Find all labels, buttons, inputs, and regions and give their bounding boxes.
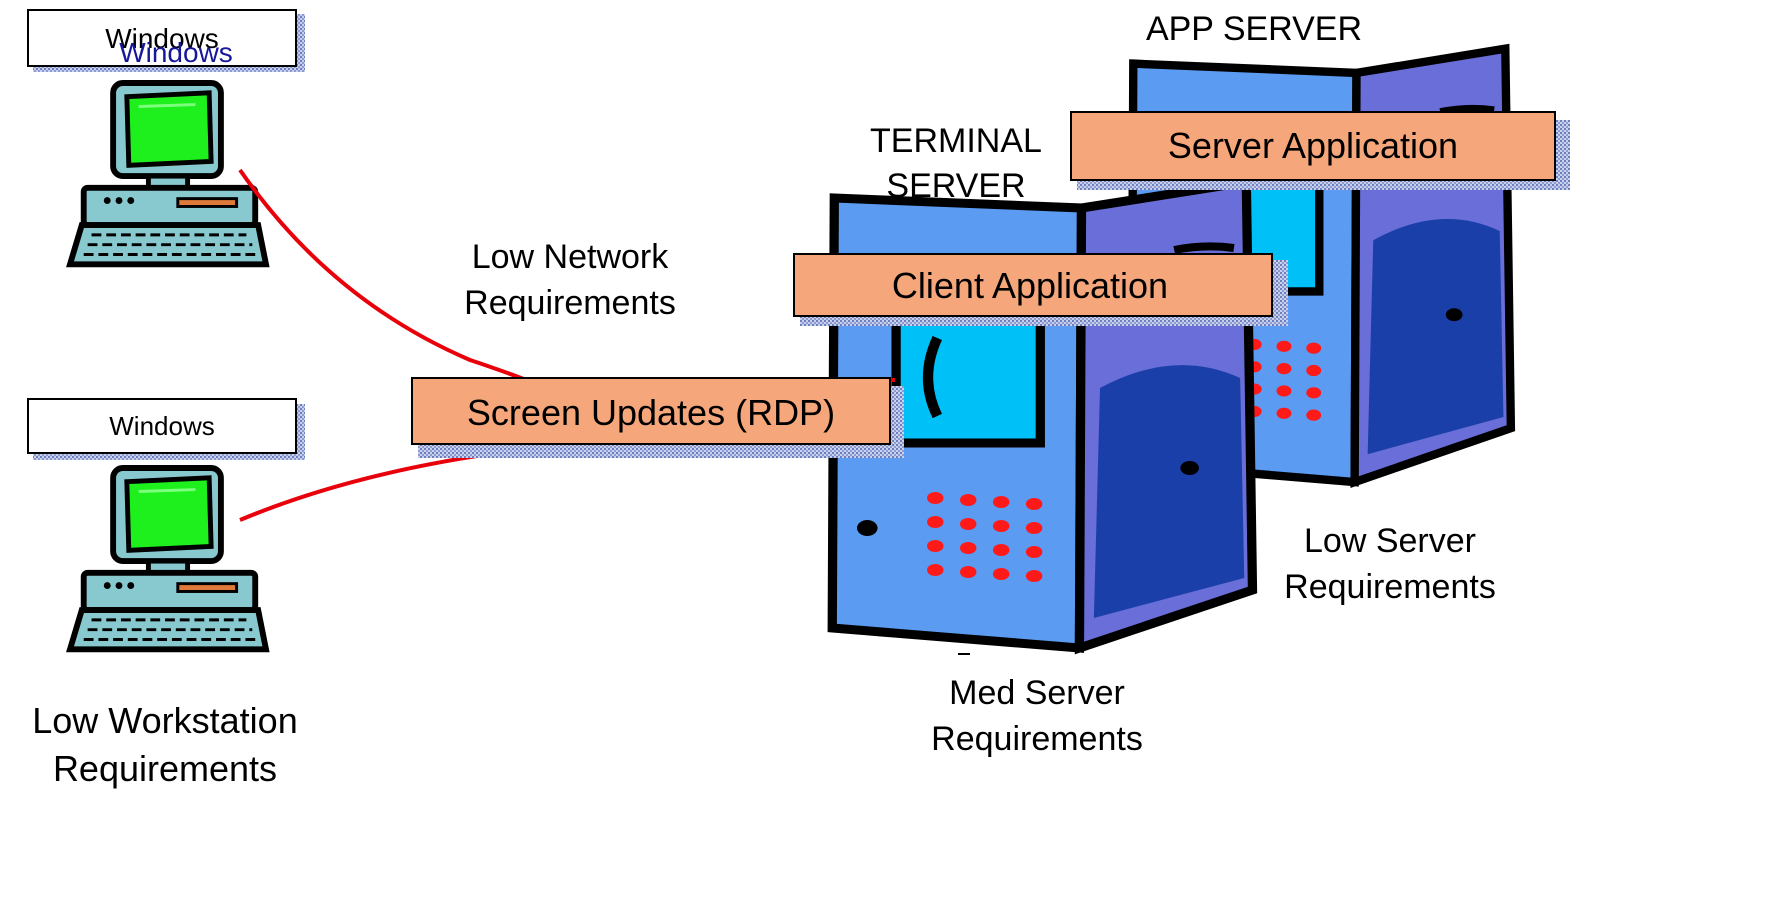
windows-label-box-2: Windows (27, 398, 305, 460)
workstation-req-line2: Requirements (53, 748, 277, 789)
app-server-title: APP SERVER (1146, 10, 1362, 48)
client-application-box: Client Application (793, 253, 1288, 326)
client-application-label: Client Application (892, 265, 1168, 306)
med-server-req-line1: Med Server (949, 674, 1125, 712)
server-application-box: Server Application (1070, 111, 1570, 190)
windows-label-1-overlay: Windows (119, 37, 233, 68)
network-req-line2: Requirements (464, 284, 676, 322)
terminal-server-title-line2: SERVER (886, 167, 1025, 205)
windows-label-1: Windows (105, 23, 219, 54)
windows-label-box-1: Windows Windows (27, 9, 305, 72)
network-req-line1: Low Network (472, 238, 670, 276)
workstation-req-line1: Low Workstation (32, 700, 297, 741)
low-server-req-line1: Low Server (1304, 522, 1476, 560)
low-server-req-line2: Requirements (1284, 568, 1496, 606)
windows-label-2: Windows (109, 411, 214, 441)
server-application-label: Server Application (1168, 125, 1458, 166)
med-server-req-line2: Requirements (931, 720, 1143, 758)
screen-updates-box: Screen Updates (RDP) (411, 377, 904, 458)
workstation-2-icon (70, 468, 266, 649)
terminal-server-title-line1: TERMINAL (870, 122, 1042, 160)
screen-updates-label: Screen Updates (RDP) (467, 392, 835, 433)
workstation-1-icon (70, 83, 266, 264)
